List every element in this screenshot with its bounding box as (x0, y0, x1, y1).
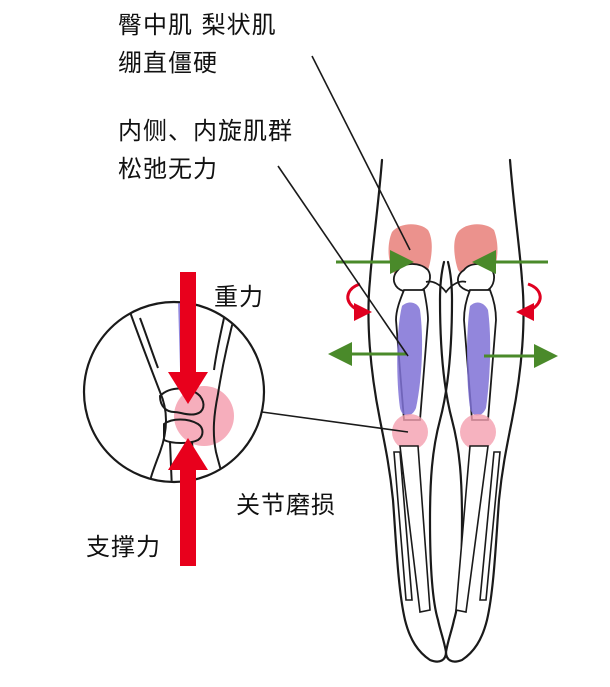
left-inner-muscle (397, 302, 423, 416)
rotation-arrows (346, 282, 542, 321)
joint-wear-label: 关节磨损 (236, 491, 336, 519)
left-tibia (399, 445, 431, 613)
gravity-support-arrows (168, 272, 208, 566)
knee-joint-highlights (392, 414, 496, 450)
right-leg-outline (438, 158, 525, 663)
inner-rotator-muscles-weak (397, 302, 491, 416)
right-fibula (479, 451, 501, 601)
support-arrow (168, 438, 208, 566)
inset-circle (82, 300, 266, 484)
legs-illustration (367, 158, 525, 663)
inner-label-line2: 松弛无力 (118, 155, 218, 183)
glute-label-line1: 臀中肌 梨状肌 (118, 11, 277, 39)
left-knee-highlight (392, 414, 428, 450)
inner-muscle-pointer-line (277, 165, 409, 357)
knee-pointer-line (261, 411, 409, 433)
left-rotation-arrow (346, 282, 372, 321)
left-fibula (393, 451, 413, 601)
inner-label-line1: 内侧、内旋肌群 (118, 117, 293, 145)
hip-bones (392, 263, 495, 294)
left-leg-outline (367, 158, 454, 663)
right-knee-highlight (460, 414, 496, 450)
support-label: 支撑力 (86, 533, 161, 561)
right-inner-muscle (467, 302, 491, 416)
lower-leg-bones (393, 445, 501, 613)
right-rotation-arrow (516, 282, 542, 321)
glute-pointer-line (311, 55, 411, 251)
glute-label-line2: 绷直僵硬 (118, 49, 218, 77)
gravity-arrow (168, 272, 208, 404)
force-arrows (328, 250, 558, 368)
gravity-label: 重力 (214, 283, 264, 311)
right-tibia (455, 445, 489, 613)
pointer-lines (261, 55, 411, 433)
